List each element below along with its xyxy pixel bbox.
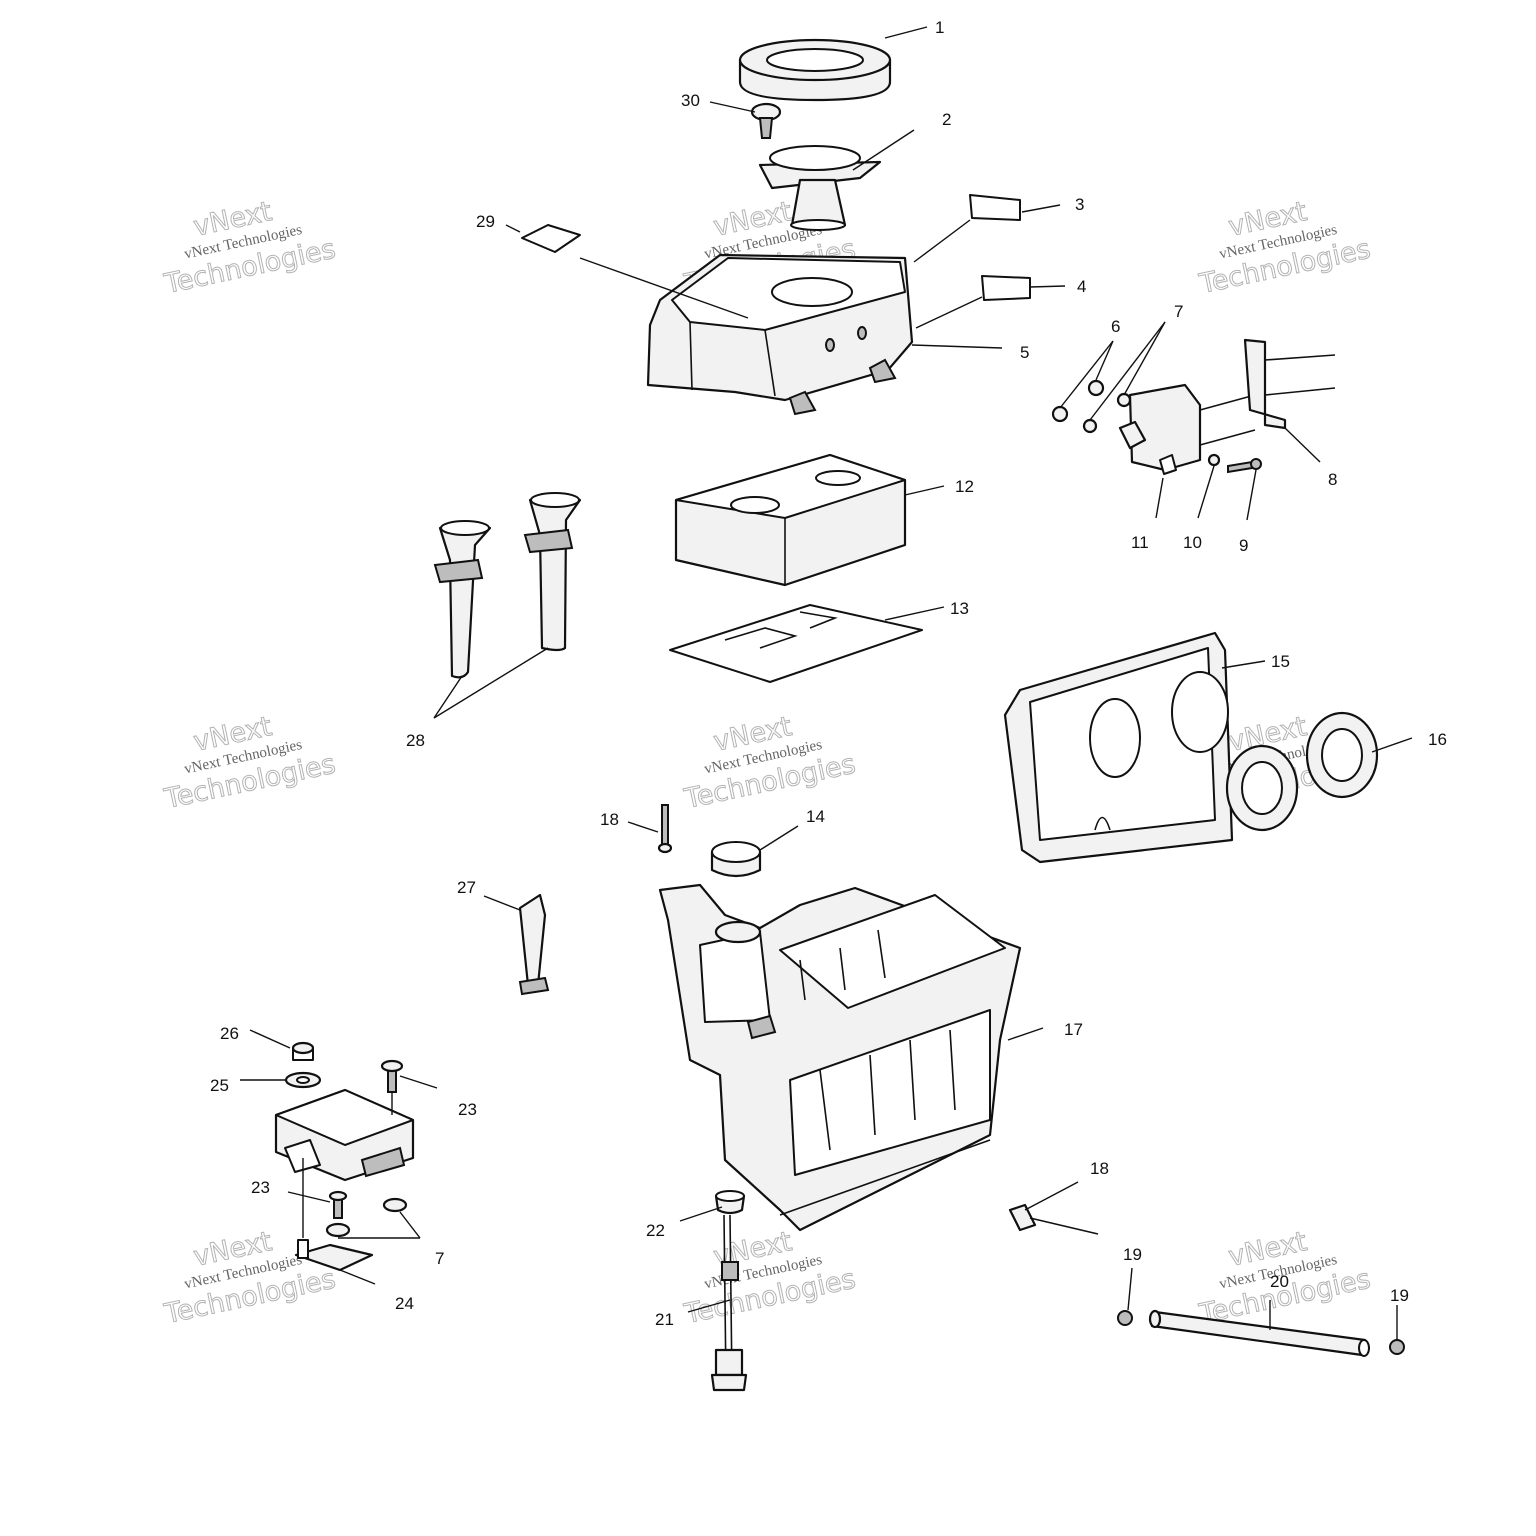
callout-11: 11	[1131, 533, 1149, 552]
part-22-grommet	[714, 1190, 746, 1215]
part-2-intake-adapter	[758, 145, 882, 231]
callout-labels: 1 30 2 3 29 4 6 7 5 8 12 11 10 9 13 15 2…	[210, 18, 1447, 1329]
parts-19-20-tube	[1117, 1309, 1405, 1357]
part-29-decal	[521, 224, 581, 253]
callout-19-left: 19	[1123, 1245, 1142, 1264]
parts-6-11-coil-assembly	[1051, 338, 1336, 475]
callout-26: 26	[220, 1024, 239, 1043]
callout-5: 5	[1020, 343, 1029, 362]
callout-7-top: 7	[1174, 302, 1183, 321]
callout-20: 20	[1270, 1272, 1289, 1291]
part-5-airbox-lid	[646, 253, 914, 416]
part-28-intake-horns	[433, 492, 582, 679]
callout-23-left: 23	[251, 1178, 270, 1197]
watermark-top-right: vNext vNext Technologies Technologies	[1196, 196, 1374, 301]
callout-28: 28	[406, 731, 425, 750]
callout-25: 25	[210, 1076, 229, 1095]
callout-12: 12	[955, 477, 974, 496]
callout-4: 4	[1077, 277, 1086, 296]
part-21-sensor-lead	[710, 1214, 748, 1392]
part-13-plate	[669, 604, 923, 683]
callout-30: 30	[681, 91, 700, 110]
callout-17: 17	[1064, 1020, 1083, 1039]
part-15-cover-frame	[1003, 631, 1234, 864]
callout-10: 10	[1183, 533, 1202, 552]
callout-16: 16	[1428, 730, 1447, 749]
part-12-filter-element	[674, 453, 907, 587]
callout-15: 15	[1271, 652, 1290, 671]
callout-27: 27	[457, 878, 476, 897]
callout-14: 14	[806, 807, 825, 826]
part-18-pin-top	[657, 804, 673, 854]
part-module-assembly	[274, 1041, 415, 1272]
callout-2: 2	[942, 110, 951, 129]
leader-lines	[240, 26, 1413, 1340]
callout-18-bottom: 18	[1090, 1159, 1109, 1178]
callout-13: 13	[950, 599, 969, 618]
part-27-clip-strap	[518, 893, 550, 996]
part-14-cap	[710, 841, 762, 878]
callout-7-bottom: 7	[435, 1249, 444, 1268]
watermark-mid-center: vNext vNext Technologies Technologies	[681, 711, 859, 816]
callout-3: 3	[1075, 195, 1084, 214]
watermark-bottom-left: vNext vNext Technologies Technologies	[161, 1226, 339, 1331]
watermark-mid-left: vNext vNext Technologies Technologies	[161, 711, 339, 816]
part-17-airbox-body	[658, 883, 1022, 1232]
callout-6: 6	[1111, 317, 1120, 336]
watermark-bottom-center: vNext vNext Technologies Technologies	[681, 1226, 859, 1331]
watermark-top-left: vNext vNext Technologies Technologies	[161, 196, 339, 301]
callout-21: 21	[655, 1310, 674, 1329]
callout-8: 8	[1328, 470, 1337, 489]
callout-18-top: 18	[600, 810, 619, 829]
part-30-push-rivet	[750, 102, 782, 139]
part-1-foam-ring	[738, 38, 892, 102]
part-16-coupler-boots	[1225, 711, 1379, 832]
callout-29: 29	[476, 212, 495, 231]
callout-24: 24	[395, 1294, 414, 1313]
callout-9: 9	[1239, 536, 1248, 555]
callout-1: 1	[935, 18, 944, 37]
part-3-decal	[969, 194, 1021, 221]
callout-23-right: 23	[458, 1100, 477, 1119]
part-18-pin-bottom	[1008, 1203, 1099, 1235]
callout-22: 22	[646, 1221, 665, 1240]
part-4-decal	[981, 275, 1031, 301]
callout-19-right: 19	[1390, 1286, 1409, 1305]
